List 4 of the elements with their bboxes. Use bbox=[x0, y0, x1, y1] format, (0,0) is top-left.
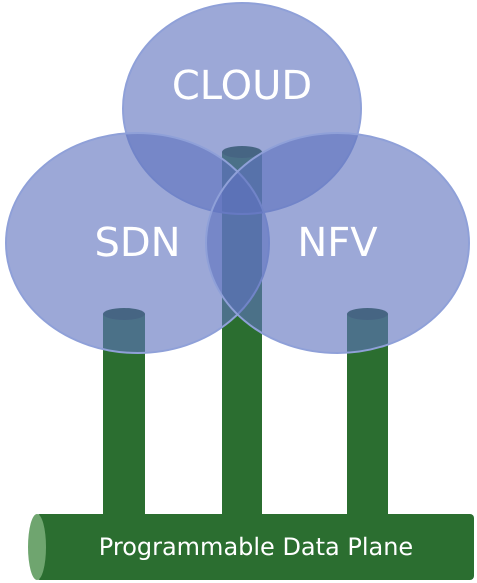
circle-label: NFV bbox=[296, 219, 379, 267]
circle-label: SDN bbox=[93, 219, 182, 267]
circle-label: CLOUD bbox=[170, 62, 314, 110]
plane-label: Programmable Data Plane bbox=[98, 532, 414, 562]
